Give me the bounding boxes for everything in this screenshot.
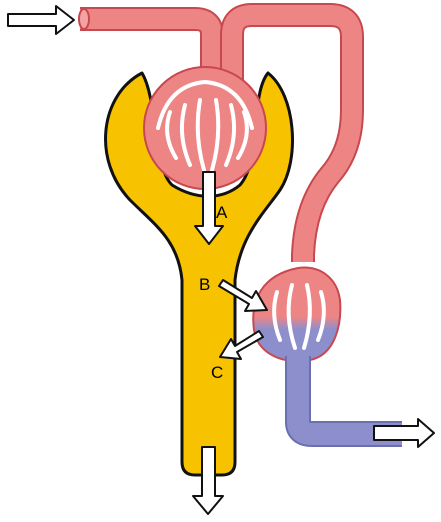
peritubular-capillary (253, 268, 340, 362)
label-c: C (211, 363, 223, 382)
venule (298, 356, 402, 434)
glomerulus (144, 67, 266, 189)
label-a: A (216, 203, 228, 222)
label-b: B (199, 275, 210, 294)
arrow-in-icon (8, 6, 74, 34)
